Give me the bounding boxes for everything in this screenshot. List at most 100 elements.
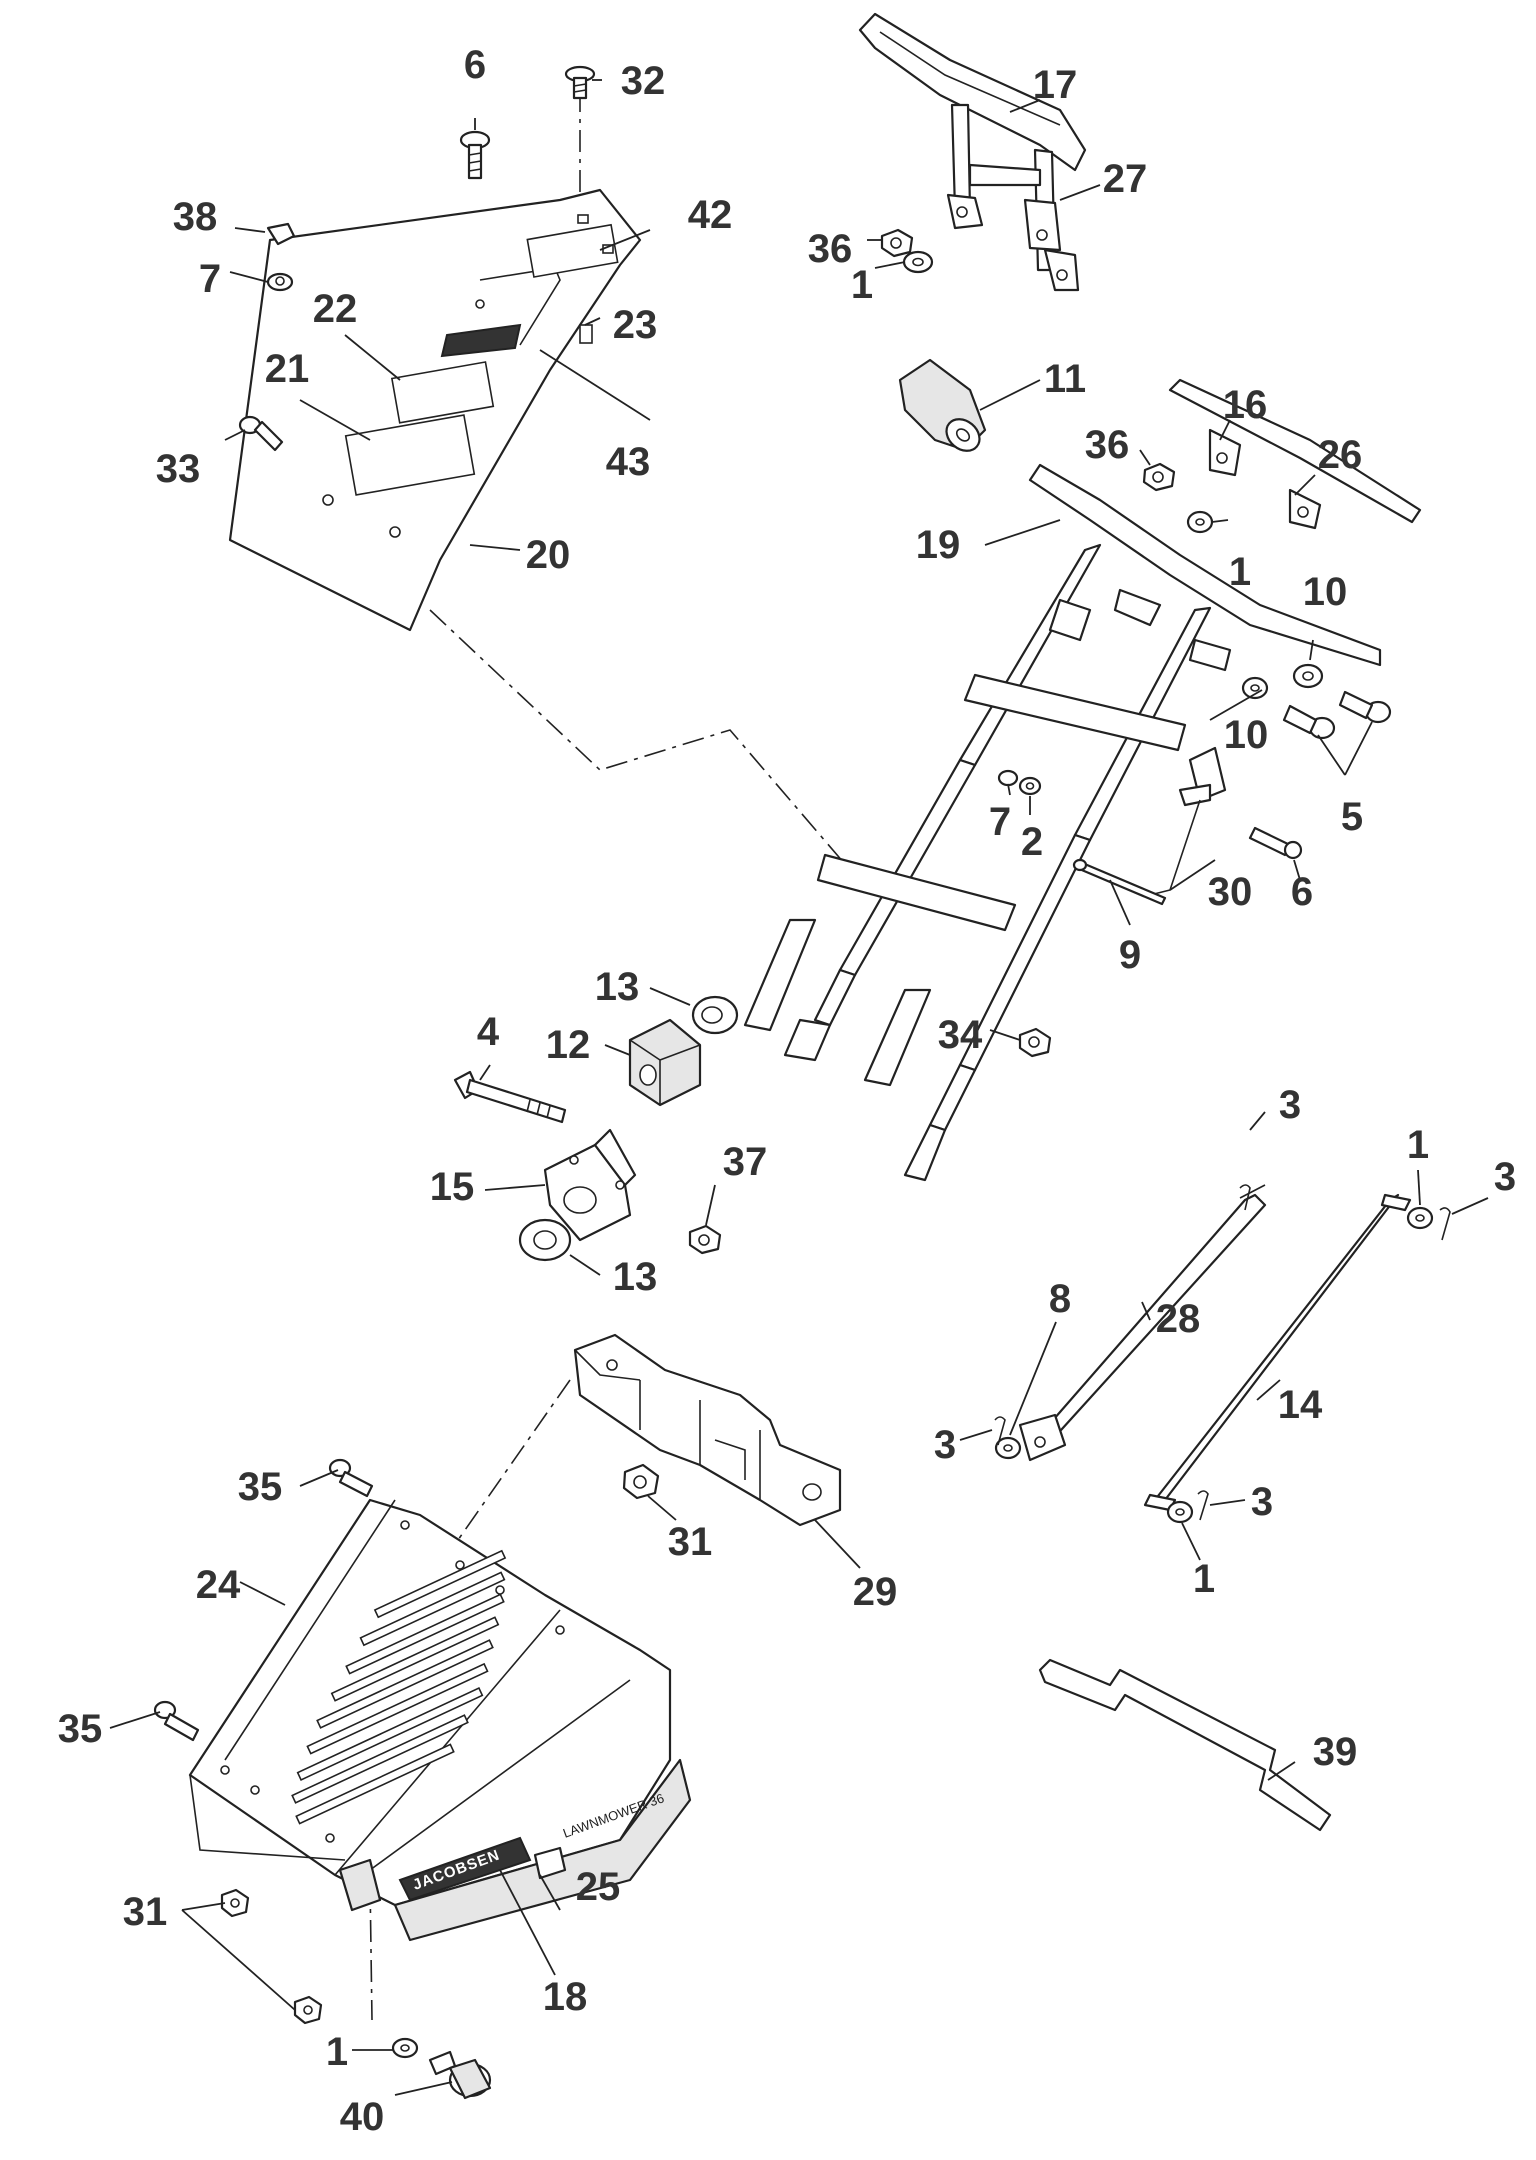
handle-bar-17 — [858, 12, 1087, 292]
nut-7-top — [266, 272, 294, 292]
nut-36-mid — [1142, 462, 1176, 492]
callout-3-d: 3 — [1251, 1480, 1273, 1524]
callout-8: 8 — [1049, 1277, 1071, 1321]
callout-1-rb: 1 — [1193, 1557, 1215, 1601]
screw-6-mid — [1248, 826, 1303, 860]
callout-9: 9 — [1119, 933, 1141, 977]
callout-7-top: 7 — [199, 257, 221, 301]
callout-2: 2 — [1021, 820, 1043, 864]
screw-32 — [564, 65, 596, 100]
callout-23: 23 — [613, 303, 658, 347]
nut-31-b — [220, 1888, 250, 1918]
callout-32: 32 — [621, 59, 666, 103]
nut-34 — [1018, 1027, 1052, 1058]
callout-35-a: 35 — [238, 1465, 283, 1509]
callout-24: 24 — [196, 1563, 241, 1607]
callout-29: 29 — [853, 1570, 898, 1614]
callout-37: 37 — [723, 1140, 768, 1184]
link-bar-39 — [1038, 1658, 1332, 1832]
callout-21: 21 — [265, 347, 310, 391]
callout-36-mid: 36 — [1085, 423, 1130, 467]
bolt-4 — [453, 1070, 567, 1124]
callout-35-b: 35 — [58, 1707, 103, 1751]
callout-15: 15 — [430, 1165, 475, 1209]
callout-39: 39 — [1313, 1730, 1358, 1774]
cotter-pin-3-a — [1239, 1184, 1251, 1211]
bracket-29 — [573, 1333, 842, 1527]
callout-31-b: 31 — [123, 1890, 168, 1934]
callout-38: 38 — [173, 195, 218, 239]
spacer-13-a — [691, 995, 739, 1035]
bolt-5-b — [1282, 704, 1336, 740]
block-12 — [628, 1018, 702, 1107]
callout-34: 34 — [938, 1013, 983, 1057]
callout-1-r: 1 — [1407, 1123, 1429, 1167]
callout-40: 40 — [340, 2095, 385, 2139]
deflector-24: JACOBSEN LAWNMOWER 36 — [188, 1498, 692, 1942]
washer-1-rb — [1166, 1500, 1194, 1524]
callout-10-a: 10 — [1303, 570, 1348, 614]
rod-14 — [1143, 1193, 1412, 1512]
knob-40 — [428, 2050, 492, 2100]
rod-28 — [1018, 1184, 1267, 1462]
callout-25: 25 — [576, 1865, 621, 1909]
callout-33: 33 — [156, 447, 201, 491]
spacer-13-b — [518, 1218, 572, 1262]
callout-43: 43 — [606, 440, 651, 484]
callout-20: 20 — [526, 533, 571, 577]
clip-38 — [266, 222, 296, 246]
nut-31-a — [622, 1463, 660, 1500]
callout-7-mid: 7 — [989, 800, 1011, 844]
callout-16: 16 — [1223, 383, 1268, 427]
callout-6-mid: 6 — [1291, 870, 1313, 914]
callout-14: 14 — [1278, 1383, 1323, 1427]
callout-28: 28 — [1156, 1297, 1201, 1341]
nut-37 — [688, 1224, 722, 1255]
handle-frame-19 — [743, 463, 1382, 1182]
callout-1-top: 1 — [851, 263, 873, 307]
washer-1-bot — [391, 2037, 419, 2059]
callout-30: 30 — [1208, 870, 1253, 914]
callout-6-top: 6 — [464, 43, 486, 87]
callout-3-c: 3 — [934, 1423, 956, 1467]
callout-18: 18 — [543, 1975, 588, 2019]
nut-7-mid — [997, 769, 1019, 787]
callout-1-bot: 1 — [326, 2030, 348, 2074]
screw-33 — [238, 415, 284, 452]
callout-13-a: 13 — [595, 965, 640, 1009]
nut-31-c — [293, 1995, 323, 2025]
bracket-15 — [543, 1128, 637, 1242]
leader-lines — [109, 79, 1489, 2096]
callout-3-b: 3 — [1494, 1155, 1516, 1199]
callout-numbers: 6 32 17 27 36 1 38 42 7 22 23 21 33 43 2… — [58, 43, 1516, 2139]
callout-36-top: 36 — [808, 227, 853, 271]
callout-13-b: 13 — [613, 1255, 658, 1299]
callout-42: 42 — [688, 193, 733, 237]
screw-35-b — [153, 1700, 200, 1742]
callout-26: 26 — [1318, 433, 1363, 477]
grip-11 — [898, 358, 987, 452]
bolt-5-a — [1338, 690, 1392, 724]
screw-35-a — [328, 1458, 374, 1498]
callout-22: 22 — [313, 287, 358, 331]
cotter-pin-3-d — [1197, 1490, 1209, 1521]
washer-1-top — [902, 250, 934, 274]
cotter-pin-3-c — [994, 1416, 1006, 1446]
washer-1-mid — [1186, 510, 1214, 534]
callout-4: 4 — [477, 1010, 500, 1054]
top-panel-20 — [228, 188, 642, 632]
rod-9 — [1072, 858, 1167, 906]
washer-1-r — [1406, 1206, 1434, 1230]
callout-27: 27 — [1103, 157, 1148, 201]
screw-6-top — [459, 130, 491, 180]
callout-19: 19 — [916, 523, 961, 567]
callout-12: 12 — [546, 1023, 591, 1067]
vent-slots — [291, 1549, 507, 1825]
callout-3-a: 3 — [1279, 1083, 1301, 1127]
callout-1-mid: 1 — [1229, 550, 1251, 594]
washer-8 — [994, 1436, 1022, 1460]
washer-2 — [1018, 776, 1042, 796]
callout-31-a: 31 — [668, 1520, 713, 1564]
